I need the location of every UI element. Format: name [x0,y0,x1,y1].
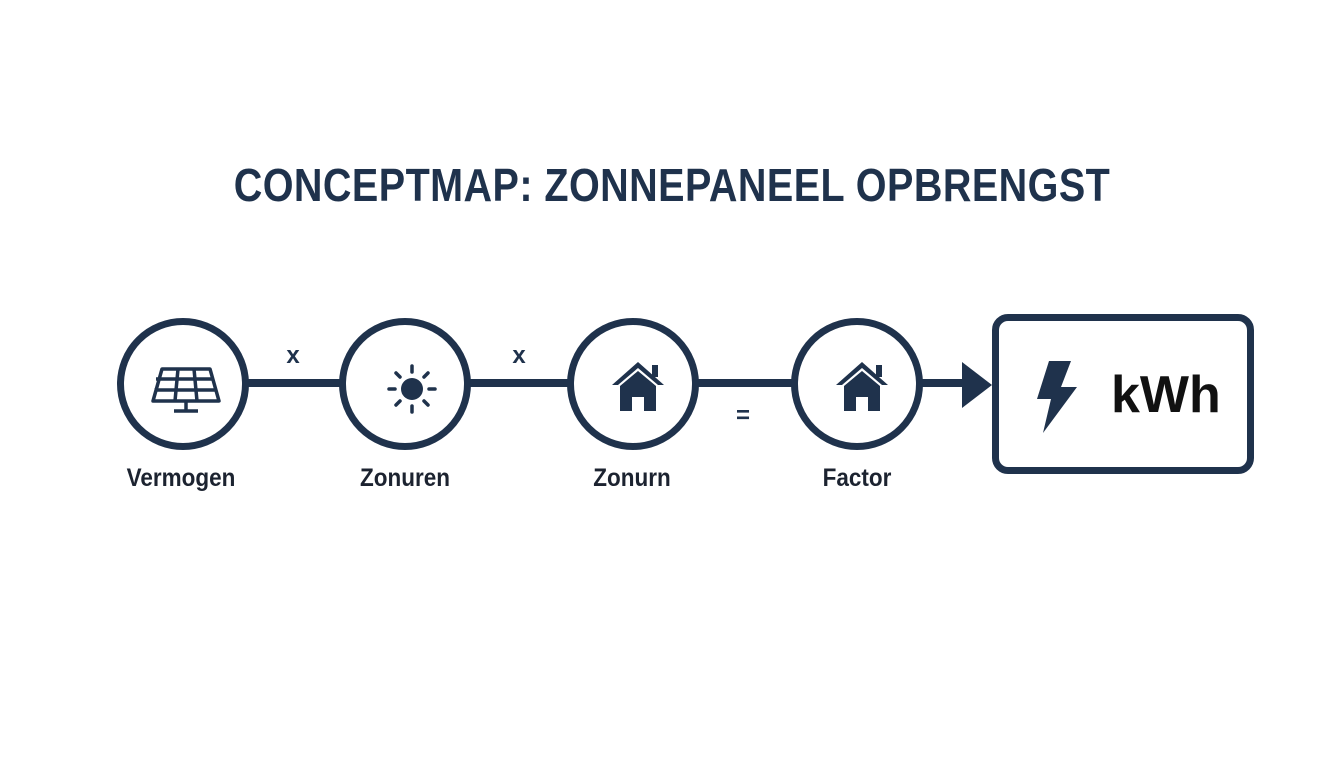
node-label-zonuren: Zonuren [360,464,450,492]
arrow-head-icon [962,362,992,408]
result-unit: kWh [1111,366,1221,424]
result-box: kWh [992,314,1254,474]
node-label-vermogen: Vermogen [126,464,236,492]
node-label-zonurn: Zonurn [593,464,671,492]
connector-line [240,379,346,387]
house-icon [612,362,664,411]
node-zonurn [567,318,699,450]
sun-icon [387,364,437,414]
operator-equals: = [735,402,750,429]
node-label-factor: Factor [822,464,892,492]
operator-multiply: x [512,342,526,369]
connector-line [916,379,966,387]
node-vermogen [117,318,249,450]
connector-line [466,379,574,387]
node-factor [791,318,923,450]
node-zonuren [339,318,471,450]
operator-multiply: x [286,342,300,369]
lightning-bolt-icon [1037,361,1077,433]
house-icon [836,362,888,411]
connector-line [692,379,798,387]
solar-panel-icon [151,367,221,413]
diagram-title: CONCEPTMAP: ZONNEPANEEL OPBRENGST [233,159,1111,211]
